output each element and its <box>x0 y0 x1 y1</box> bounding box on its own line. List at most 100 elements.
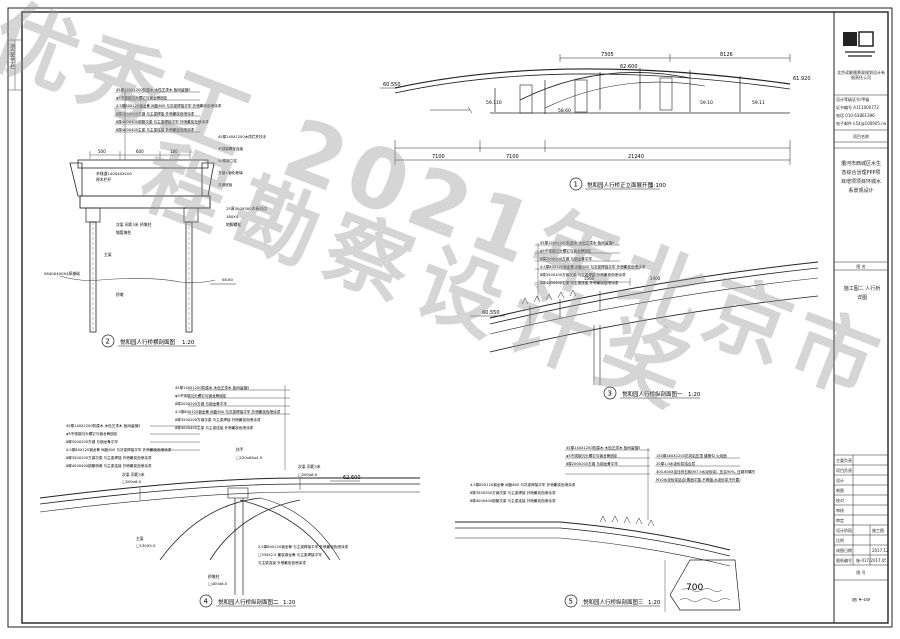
s2-label-4: 钢管墩柱 <box>116 230 131 235</box>
s4-label-3: 次梁 间距3米 <box>298 464 321 469</box>
view4-title: 悦和园人行桥纵剖面图二 <box>218 598 279 606</box>
s5-note-1: 45厚140X1200防腐木 木色艺漆木 板间留缝5 <box>566 445 640 450</box>
s2-dim-2: 600 <box>136 149 144 154</box>
s2-dim-4: 25厚300X300木板封边 <box>226 206 267 211</box>
level-7: 58.60 <box>558 108 571 114</box>
dim-bottom-2: 7100 <box>506 154 519 160</box>
field-1: 设计等级证号/甲级 <box>836 97 870 102</box>
s4-bottom-notes: 2.5厚80X120钢龙骨 与主梁焊接平牢 外喷氟炭色喷涂漆 □330X2.5 … <box>258 544 349 565</box>
s4-inote-2: φ5不锈钢沉头螺钉与钢龙骨固定 <box>66 431 118 436</box>
view2-number: 2 <box>106 338 110 346</box>
s4-note-2: φ5不锈钢沉头螺钉与钢龙骨固定 <box>175 393 227 398</box>
view5-long-section: 700 45厚140X1200防腐木 木色艺漆木 板间留缝5 φ5不锈钢沉头螺钉… <box>455 445 756 612</box>
view4-number: 4 <box>204 598 209 606</box>
s2-note-2: φ5不锈钢沉头螺钉与钢龙骨固定 <box>116 95 168 100</box>
s2-dim-3: 180 <box>170 149 178 154</box>
date-value: 2017.12 <box>872 548 888 553</box>
s2-rnote-4: 方钢+钢化玻璃 <box>218 170 243 175</box>
s4-bnote-3: 与主梁连接 外喷氟炭色喷涂漆 <box>258 560 306 565</box>
s3-note-6: 8厚400X400主梁 与主梁连接 外喷氟炭色喷涂漆 <box>540 280 619 285</box>
s2-note-4: 8厚200X200方钢 与主梁焊接 外喷氟炭色喷涂漆 <box>116 111 195 116</box>
main-beam <box>79 195 211 209</box>
s5-note-4: 4.5厚80X120钢龙骨 间距600 与次梁焊接平牢 外喷氟炭色喷涂漆 <box>470 482 576 487</box>
level-3: 61.920 <box>793 76 811 82</box>
view1-scale: 1:100 <box>650 183 666 189</box>
signoff-row-5: 校对 <box>836 498 844 503</box>
s4-size-2: □120x80x4.5 <box>236 455 263 460</box>
sheet-label: 图 号 <box>856 570 866 575</box>
logo-mark-2 <box>858 31 874 47</box>
level-1: 60.550 <box>383 82 401 88</box>
view2-title: 悦和园人行桥横剖面图 <box>120 338 176 346</box>
s3-note-2: φ5不锈钢沉头螺钉与钢龙骨固定 <box>540 248 592 253</box>
signoff-row-6: 审核 <box>836 508 844 513</box>
level-2: 62.600 <box>620 64 638 70</box>
s2-left-label: 5840X400X4厚基础 <box>44 271 80 276</box>
s3-dim-2: 2400 <box>650 276 661 281</box>
s2-dim-6: 地脚螺栓 <box>226 222 241 227</box>
s5-note-6: 8厚400X400钢管次梁 与主梁连接 外喷氟炭色喷涂漆 <box>470 498 556 503</box>
signoff-row-10: 成图日期 <box>836 548 852 553</box>
drawing-name: 施工图二 人行桥详图 <box>843 286 881 301</box>
deck-curve-bottom <box>394 73 791 94</box>
field-4: 电子邮件 k54@100905.net <box>836 121 886 126</box>
s4-size-1: □200x8.0 <box>122 479 142 484</box>
s5-rnote-2: 20厚1:3水泥砂浆结合层 <box>656 461 696 466</box>
s2-rnote-2: 不锈钢螺栓连接 <box>218 146 244 151</box>
s4-label-6: 桥墩柱 <box>208 574 220 579</box>
drawing-label: 图 名 <box>856 264 866 269</box>
s3-note-4: 4.5厚80X120钢龙骨 间距600 与次梁焊接平牢 外喷氟炭色喷涂漆 <box>540 264 646 269</box>
s2-label-7: 桥墩柱 <box>140 222 152 227</box>
s5-rnote-4: M10水泥砂浆结合(素面平整,不掏缝,水泥砂浆不外露) <box>656 477 741 482</box>
view5-number: 5 <box>569 598 573 606</box>
view4-long-section: 62.600 45厚140X1200防腐木 木色艺漆木 板间留缝5 φ5不锈钢沉… <box>39 385 420 608</box>
s4-inote-6: 8厚400X400钢管桥墩 与主梁连接 外喷氟炭色喷涂漆 <box>66 463 152 468</box>
view3-scale: 1:20 <box>688 392 701 398</box>
s2-notes-top: 45厚140X1200防腐木 水性艺漆木 板间留缝5 φ5不锈钢沉头螺钉与钢龙骨… <box>116 87 222 132</box>
s2-label-6: 桥墩 <box>116 292 124 297</box>
s4-inote-3: 8厚200X200方钢 与钢龙骨平牢 <box>66 439 118 444</box>
s5-notes: 45厚140X1200防腐木 木色艺漆木 板间留缝5 φ5不锈钢沉头螺钉与钢龙骨… <box>470 445 640 503</box>
signoff-row-9: 比例 <box>836 538 844 543</box>
s3-level: 60.550 <box>482 310 500 316</box>
stage-value: 施工图 <box>872 528 884 533</box>
signoff-row-2: 项目负责 <box>836 468 852 473</box>
view5-scale: 1:20 <box>648 600 661 606</box>
s4-inote-1: 45厚140X1200防腐木 木色艺漆木 板间留缝5 <box>66 423 140 428</box>
s4-level: 62.600 <box>343 475 361 481</box>
s4-inote-4: 4.5厚80X120钢龙骨 间距600 与次梁焊接平牢 外喷氟炭色喷涂漆 <box>66 447 172 452</box>
s4-size-4: □130X5.0 <box>136 543 156 548</box>
s4-note-4: 4.5厚80X120钢龙骨 间距600 与次梁焊接平牢 外喷氟炭色喷涂漆 <box>175 409 281 414</box>
deck-slab <box>77 159 209 169</box>
view3-title: 悦和园人行桥纵剖面图一 <box>622 390 683 398</box>
s4-bnote-2: □330X2.5 氟炭钢龙骨 与主梁焊接平牢 <box>258 552 322 557</box>
deck-curve-top <box>394 68 791 89</box>
s2-note-1: 45厚140X1200防腐木 水性艺漆木 板间留缝5 <box>116 87 190 92</box>
s4-size-3: □200x8.0 <box>298 472 318 477</box>
s4-note-6: 8厚400X400主梁 与主梁连接 外喷氟炭色喷涂漆 <box>175 425 254 430</box>
s4-note-3: 8厚200X200方钢 与钢龙骨平牢 <box>175 401 227 406</box>
view3-number: 3 <box>608 390 612 398</box>
s4-label-4: 主梁 <box>136 536 144 541</box>
view3-number-circle <box>603 386 617 400</box>
dim-bottom-1: 7100 <box>432 154 445 160</box>
s2-label-5: 主梁 <box>104 252 112 257</box>
level-5: 59.10 <box>700 100 713 106</box>
s4-note-1: 45厚140X1200防腐木 木色艺漆木 板间留缝5 <box>175 385 249 390</box>
company-name: 北京读解雅景观规划设计有限责任公司 <box>837 70 885 80</box>
s3-note-3: 8厚200X200方钢 与钢龙骨平牢 <box>540 256 592 261</box>
s2-rnote-5: 灰钢底板 <box>218 182 233 187</box>
title-block <box>833 12 888 623</box>
s3-note-1: 45厚140X1200防腐木 木色艺漆木 板间留缝5 <box>540 240 614 245</box>
s2-note-6: 8厚400X400主梁 与主梁连接 外喷氟炭色喷涂漆 <box>116 127 195 132</box>
s2-rnote-3: 50厚钢立柱 <box>218 158 237 163</box>
left-strip-label: 项目签字栏 <box>9 44 15 69</box>
s5-note-5: 8厚350X200方钢次梁 与主梁焊接 外喷氟炭色喷涂漆 <box>470 490 556 495</box>
logo-underline <box>845 51 875 57</box>
s2-notes-right: 45厚140X1200木质栏杆扶手 不锈钢螺栓连接 50厚钢立柱 方钢+钢化玻璃… <box>218 134 267 187</box>
s2-note-3: 4.5厚80X120钢龙骨 间距600 与次梁焊接平牢 外喷氟炭色喷涂漆 <box>116 103 222 108</box>
s2-rnote-1: 45厚140X1200木质栏杆扶手 <box>218 134 267 139</box>
field-3: 电话 010-63861396 <box>836 113 875 118</box>
logo-mark-1 <box>843 32 857 46</box>
